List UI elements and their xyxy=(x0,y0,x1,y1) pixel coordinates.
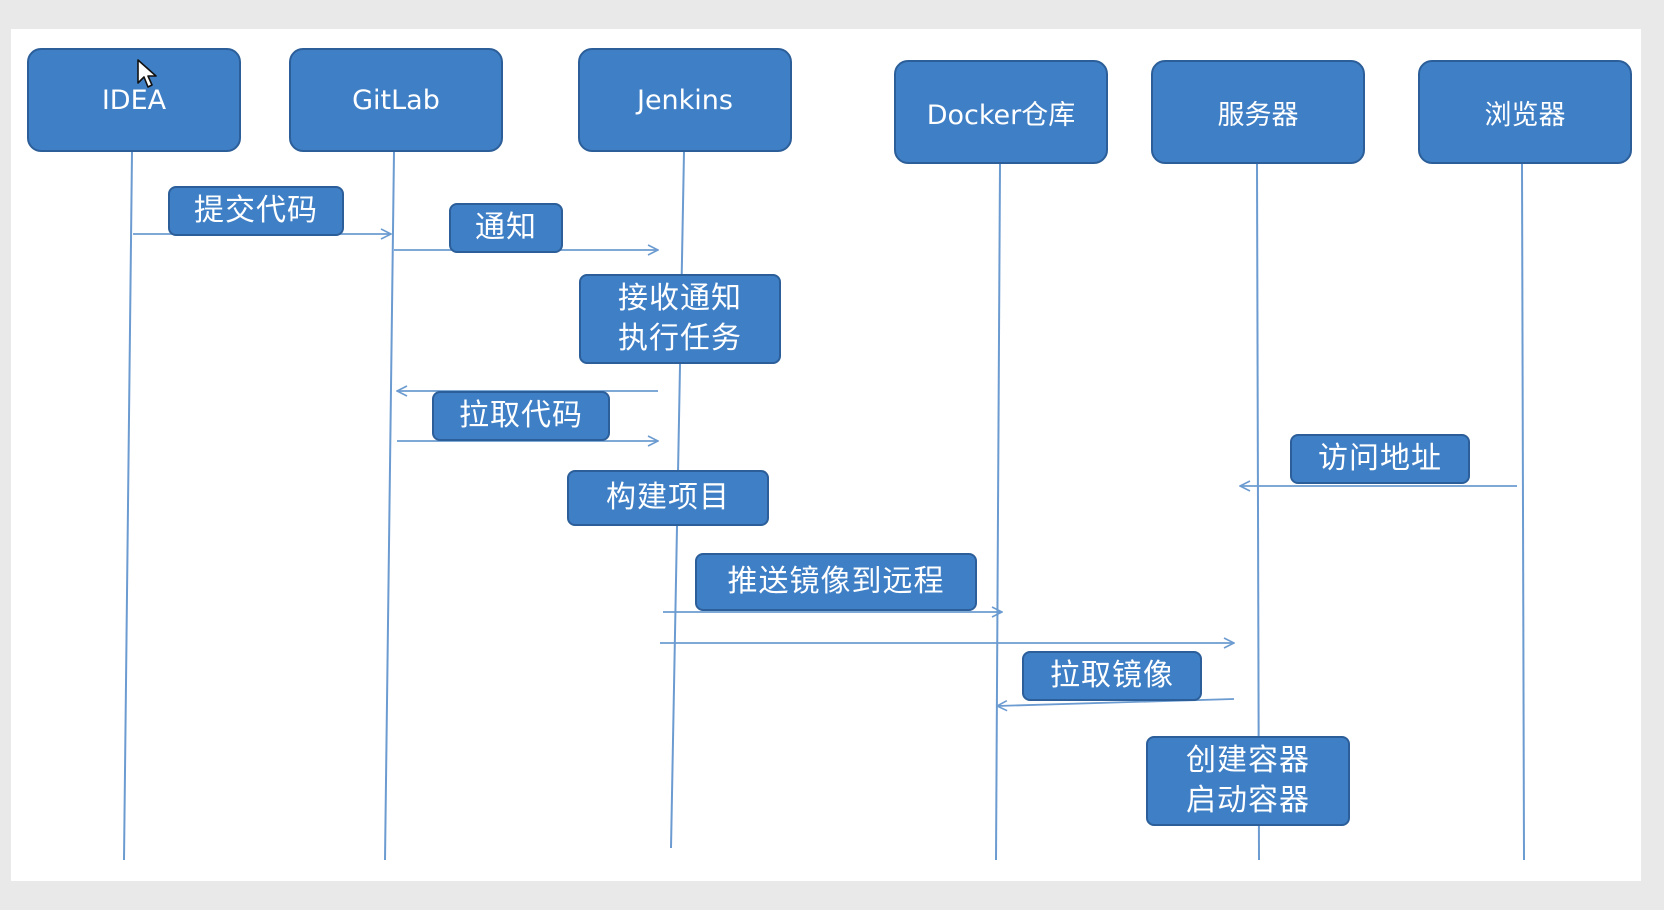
actor-server: 服务器 xyxy=(1151,60,1365,164)
note-create-container: 创建容器 启动容器 xyxy=(1146,736,1350,826)
lifeline-gitlab xyxy=(384,151,395,861)
note-build-project: 构建项目 xyxy=(567,470,769,526)
mouse-cursor-icon xyxy=(137,59,157,88)
note-visit-address: 访问地址 xyxy=(1290,434,1470,484)
lifeline-docker-registry xyxy=(995,163,1001,861)
actor-idea: IDEA xyxy=(27,48,241,152)
actor-docker-registry: Docker仓库 xyxy=(894,60,1108,164)
actor-jenkins: Jenkins xyxy=(578,48,792,152)
actor-gitlab: GitLab xyxy=(289,48,503,152)
actor-browser: 浏览器 xyxy=(1418,60,1632,164)
lifeline-idea xyxy=(123,151,133,861)
lifeline-browser xyxy=(1521,163,1525,861)
note-commit-code: 提交代码 xyxy=(168,186,344,236)
note-pull-code: 拉取代码 xyxy=(432,391,610,441)
note-notify: 通知 xyxy=(449,203,563,253)
note-pull-image: 拉取镜像 xyxy=(1022,651,1202,701)
note-push-image: 推送镜像到远程 xyxy=(695,553,977,611)
note-receive-notify: 接收通知 执行任务 xyxy=(579,274,781,364)
